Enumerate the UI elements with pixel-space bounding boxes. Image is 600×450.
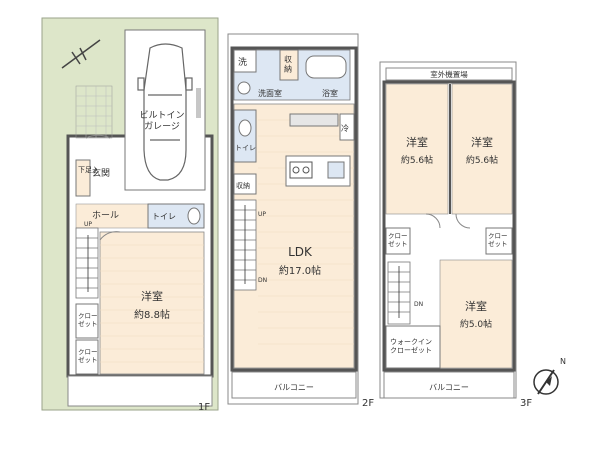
shoe-storage-label: 下足入 bbox=[78, 166, 99, 174]
stove-icon bbox=[289, 161, 313, 179]
closet-b-1f bbox=[75, 339, 99, 375]
room3-name-3f: 洋室 bbox=[465, 299, 487, 313]
walk-in-label: ウォークインクローゼット bbox=[390, 338, 432, 354]
shoe-storage bbox=[75, 159, 91, 197]
compass-icon bbox=[533, 369, 559, 395]
floor-label-1f: 1F bbox=[198, 402, 210, 413]
closet-a-3f bbox=[385, 227, 411, 255]
entrance-label: 玄関 bbox=[92, 167, 110, 179]
floor-label-3f: 3F bbox=[520, 398, 532, 409]
western-room-2-3f bbox=[451, 83, 513, 215]
balcony-label-3f: バルコニー bbox=[429, 383, 469, 392]
laundry-label: 洗 bbox=[238, 56, 247, 68]
laundry-box bbox=[233, 49, 257, 73]
western-room-1f bbox=[99, 231, 205, 375]
compass-label: N bbox=[560, 357, 566, 366]
porch-tiles bbox=[75, 85, 113, 139]
storage-top-2f bbox=[279, 49, 299, 81]
door-swing-3f-b bbox=[455, 213, 471, 229]
storage-small-label: 収納 bbox=[236, 181, 250, 190]
closet-b-label-1f: クローゼット bbox=[78, 348, 98, 364]
room1-size-3f: 約5.6帖 bbox=[401, 154, 433, 166]
room-door-swing-1f bbox=[99, 231, 121, 241]
bathtub-icon bbox=[305, 55, 347, 79]
toilet-icon-2f bbox=[238, 119, 252, 137]
room2-name-3f: 洋室 bbox=[471, 135, 493, 149]
hall-label: ホール bbox=[92, 210, 119, 221]
storage-top-label: 収納 bbox=[284, 54, 292, 74]
kitchen-back-counter bbox=[289, 113, 339, 127]
ldk-size: 約17.0帖 bbox=[279, 264, 321, 277]
room3-size-3f: 約5.0帖 bbox=[460, 318, 492, 330]
stairs-dn-label-2f: DN bbox=[258, 277, 267, 284]
stairs-up-label-2f: UP bbox=[258, 211, 266, 218]
floor-label-2f: 2F bbox=[362, 398, 374, 409]
garage-area bbox=[124, 29, 206, 191]
walk-in-closet bbox=[385, 325, 441, 369]
floor-3: 室外機置場 洋室 約5.6帖 洋室 約5.6帖 クローゼット クローゼット DN… bbox=[379, 61, 532, 409]
garage-shelf bbox=[196, 88, 201, 118]
washroom-label: 洗面室 bbox=[258, 88, 282, 98]
closet-b-3f bbox=[485, 227, 513, 255]
stairs-2f bbox=[233, 199, 257, 291]
room1-name-3f: 洋室 bbox=[406, 135, 428, 149]
sink-icon bbox=[327, 161, 345, 179]
stairs-1f bbox=[75, 227, 99, 299]
stairs-3f bbox=[387, 261, 411, 325]
western-room-1-3f bbox=[385, 83, 449, 215]
room-size-1f: 約8.8帖 bbox=[134, 308, 170, 321]
site-compass-icon bbox=[61, 39, 101, 69]
closet-a-label-1f: クローゼット bbox=[78, 312, 98, 328]
room2-size-3f: 約5.6帖 bbox=[466, 154, 498, 166]
outdoor-unit-area bbox=[385, 67, 513, 81]
bathroom-label: 浴室 bbox=[322, 88, 338, 98]
garage-label: ビルトインガレージ bbox=[139, 110, 184, 132]
western-room-3-3f bbox=[439, 259, 513, 369]
deck-1f bbox=[67, 375, 213, 407]
balcony-3f bbox=[383, 371, 515, 399]
ldk-name: LDK bbox=[288, 245, 313, 259]
balcony-2f bbox=[231, 371, 357, 399]
room-name-1f: 洋室 bbox=[141, 289, 163, 303]
toilet-label-2f: トイレ bbox=[235, 144, 256, 152]
outdoor-unit-label: 室外機置場 bbox=[430, 69, 468, 79]
balcony-label-2f: バルコニー bbox=[274, 383, 314, 392]
stairs-dn-label-3f: DN bbox=[414, 301, 423, 308]
storage-small-2f bbox=[233, 173, 257, 195]
stairs-up-label-1f: UP bbox=[84, 221, 92, 228]
closet-a-label-3f: クローゼット bbox=[388, 232, 408, 248]
refrigerator bbox=[339, 113, 355, 141]
closet-a-1f bbox=[75, 303, 99, 339]
floor-2: 洗 収納 洗面室 浴室 冷 トイレ 収納 bbox=[227, 33, 374, 409]
closet-b-label-3f: クローゼット bbox=[488, 232, 508, 248]
toilet-icon bbox=[187, 207, 201, 225]
refrigerator-label: 冷 bbox=[341, 123, 349, 133]
wood-grain-1f bbox=[100, 244, 204, 363]
washbasin-icon bbox=[237, 81, 251, 95]
car-icon bbox=[137, 43, 193, 181]
floor-1: ビルトインガレージ 玄関 下足入 ホール トイレ UP bbox=[41, 17, 219, 413]
floor-2-outline bbox=[227, 33, 359, 405]
door-swing-3f-a bbox=[425, 213, 441, 229]
toilet-label-1f: トイレ bbox=[152, 212, 176, 221]
entrance-door-swing bbox=[85, 134, 111, 139]
